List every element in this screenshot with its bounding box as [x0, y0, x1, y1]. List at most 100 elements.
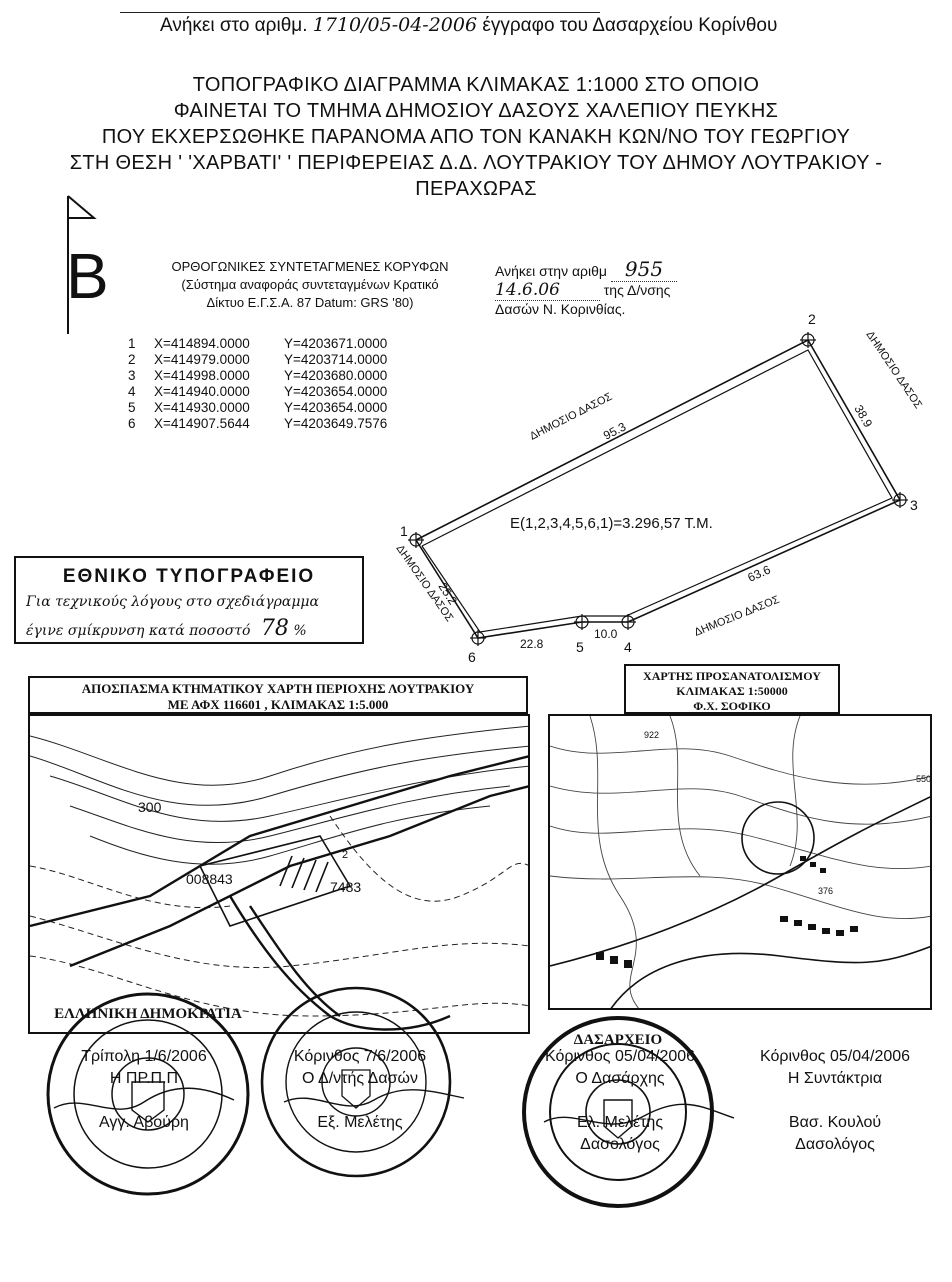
- printing-office-stamp: ΕΘΝΙΚΟ ΤΥΠΟΓΡΑΦΕΙΟ Για τεχνικούς λόγους …: [14, 556, 364, 644]
- signature-name: Εξ. Μελέτης: [317, 1114, 403, 1131]
- x-value: X=414979.0000: [154, 352, 250, 367]
- signature-place-date: Κόρινθος 7/6/2006: [293, 1048, 427, 1065]
- plot-area: Ε(1,2,3,4,5,6,1)=3.296,57 Τ.Μ.: [510, 515, 713, 532]
- seal-stamp-icon: [260, 986, 452, 1178]
- signature-block-4: Κόρινθος 05/04/2006 Η Συντάκτρια Βασ. Κο…: [740, 1046, 930, 1156]
- vertex-label: 4: [624, 639, 632, 655]
- signature-name: Βασ. Κουλού: [788, 1114, 882, 1131]
- vertex-label: 2: [808, 311, 816, 327]
- registration-note: Ανήκει στην αριθμ 955 14.6.06 της Δ/νσης…: [495, 257, 678, 319]
- plot-boundary-inner: [421, 349, 893, 633]
- plot-diagram: 1 2 3 4 5 6 95.3 38.9 63.6 10.0 22.8 25.…: [394, 311, 925, 665]
- cadastral-caption-line: ΜΕ ΑΦΧ 116601 , ΚΛΙΜΑΚΑΣ 1:5.000: [167, 697, 389, 712]
- cadastral-caption-line: ΑΠΟΣΠΑΣΜΑ ΚΤΗΜΑΤΙΚΟΥ ΧΑΡΤΗ ΠΕΡΙΟΧΗΣ ΛΟΥΤ…: [81, 681, 475, 696]
- vertex-marker-icon: [470, 630, 486, 646]
- registration-line-2: 14.6.06 της Δ/νσης: [495, 280, 677, 301]
- vertex-number: 1: [128, 336, 136, 351]
- vertex-marker-icon: [892, 492, 908, 508]
- signature-place-date: Κόρινθος 05/04/2006: [759, 1048, 911, 1065]
- signature-name: Ελ. Μελέτης: [576, 1114, 664, 1131]
- x-value: X=414940.0000: [154, 384, 250, 399]
- signature-title: Δασολόγος: [580, 1136, 660, 1153]
- title-line: ΤΟΠΟΓΡΑΦΙΚΟ ΔΙΑΓΡΑΜΜΑ ΚΛΙΜΑΚΑΣ 1:1000 ΣΤ…: [192, 74, 760, 96]
- registration-prefix: Ανήκει στην αριθμ: [495, 263, 607, 279]
- signature-title: Δασολόγος: [795, 1136, 875, 1153]
- signature-block-1: Τρίπολη 1/6/2006 Η ΠΡ.Π.Π Αγγ. Αβούρη: [64, 1046, 224, 1134]
- title-line: ΠΕΡΑΧΩΡΑΣ: [415, 178, 537, 200]
- seal-stamp-icon: [522, 1016, 714, 1208]
- neighbour-label: ΔΗΜΟΣΙΟ ΔΑΣΟΣ: [864, 329, 925, 411]
- coordinates-heading-line: Δίκτυο Ε.Γ.Σ.Α. 87 Datum: GRS '80): [206, 295, 414, 310]
- registration-date: 14.6.06: [495, 280, 600, 301]
- cadastral-map-caption: ΑΠΟΣΠΑΣΜΑ ΚΤΗΜΑΤΙΚΟΥ ΧΑΡΤΗ ΠΕΡΙΟΧΗΣ ΛΟΥΤ…: [28, 676, 528, 714]
- height-label: 922: [644, 730, 659, 740]
- cadastral-map: 300 008843 7483 2: [28, 714, 530, 1034]
- orientation-map-caption: ΧΑΡΤΗΣ ΠΡΟΣΑΝΑΤΟΛΙΣΜΟΥ ΚΛΙΜΑΚΑΣ 1:50000 …: [624, 664, 840, 714]
- x-value: X=414907.5644: [154, 416, 250, 431]
- signature-scribble-icon: [53, 1087, 235, 1110]
- vertex-label: 6: [468, 649, 476, 665]
- vertex-marker-icon: [620, 614, 636, 630]
- neighbour-label: ΔΗΜΟΣΙΟ ΔΑΣΟΣ: [693, 594, 782, 639]
- signature-name: Αγγ. Αβούρη: [99, 1114, 189, 1131]
- reference-number: 1710/05-04-2006: [312, 14, 478, 36]
- coordinate-row: 1 X=414894.0000 Y=4203671.0000: [128, 336, 387, 352]
- side-length: 22.8: [520, 637, 544, 651]
- seal-text: ΕΛΛΗΝΙΚΗ ΔΗΜΟΚΡΑΤΙΑ: [54, 1006, 242, 1022]
- north-arrow-icon: [67, 195, 97, 334]
- side-length: 10.0: [594, 627, 618, 641]
- orientation-map: 922 550 376: [548, 714, 932, 1010]
- coordinates-heading-line: ΟΡΘΟΓΩΝΙΚΕΣ ΣΥΝΤΕΤΑΓΜΕΝΕΣ ΚΟΡΥΦΩΝ: [171, 259, 449, 274]
- coordinates-heading: ΟΡΘΟΓΩΝΙΚΕΣ ΣΥΝΤΕΤΑΓΜΕΝΕΣ ΚΟΡΥΦΩΝ (Σύστη…: [150, 258, 470, 312]
- vertex-number: 6: [128, 416, 136, 431]
- stamp-line-2: έγινε σμίκρυνση κατά ποσοστό 78 %: [26, 616, 307, 641]
- vertex-marker-icon: [800, 332, 816, 348]
- signature-role: Ο Δασάρχης: [575, 1070, 665, 1087]
- orientation-map-drawing: 922 550 376: [550, 716, 931, 1008]
- official-seals: ΕΛΛΗΝΙΚΗ ΔΗΜΟΚΡΑΤΙΑ ΔΑΣΑΡΧΕΙΟ: [46, 986, 735, 1208]
- reference-suffix: έγγραφο του Δασαρχείου Κορίνθου: [482, 15, 778, 36]
- vertex-number: 2: [128, 352, 136, 367]
- percent-sign: %: [293, 623, 307, 639]
- title-line: ΣΤΗ ΘΕΣΗ ' 'ΧΑΡΒΑΤΙ' ' ΠΕΡΙΦΕΡΕΙΑΣ Δ.Δ. …: [69, 152, 883, 174]
- vertex-number: 3: [128, 368, 136, 383]
- stamp-line-2-text: έγινε σμίκρυνση κατά ποσοστό: [26, 623, 251, 639]
- side-length: 63.6: [746, 562, 773, 584]
- height-label: 550: [916, 774, 931, 784]
- vertex-number: 4: [128, 384, 136, 399]
- coordinates-heading-line: (Σύστημα αναφοράς συντεταγμένων Κρατικό: [181, 277, 439, 292]
- signature-role: Ο Δ/ντής Δασών: [302, 1070, 418, 1087]
- seal-inner-text: ΔΑΣΑΡΧΕΙΟ: [574, 1032, 662, 1048]
- side-length: 38.9: [851, 403, 875, 431]
- seal-stamp-icon: [46, 992, 250, 1196]
- height-label: 376: [818, 886, 833, 896]
- y-value: Y=4203654.0000: [284, 384, 388, 399]
- y-value: Y=4203671.0000: [284, 336, 388, 351]
- document-reference: Ανήκει στο αριθμ. 1710/05-04-2006 έγγραφ…: [160, 14, 777, 37]
- reference-prefix: Ανήκει στο αριθμ.: [160, 15, 308, 36]
- vertex-label: 1: [400, 523, 408, 539]
- cadastral-map-drawing: 300 008843 7483 2: [30, 725, 528, 1031]
- coordinates-table: 1 X=414894.0000 Y=4203671.0000 2 X=414979.0…: [128, 336, 387, 432]
- registration-line-3: Δασών Ν. Κορινθίας.: [495, 301, 626, 317]
- vertex-label: 5: [576, 639, 584, 655]
- signature-block-2: Κόρινθος 7/6/2006 Ο Δ/ντής Δασών Εξ. Μελ…: [270, 1046, 450, 1134]
- signature-role: Η ΠΡ.Π.Π: [109, 1070, 179, 1087]
- x-value: X=414998.0000: [154, 368, 250, 383]
- contour-label: 300: [138, 799, 162, 815]
- diagram-title: ΤΟΠΟΓΡΑΦΙΚΟ ΔΙΑΓΡΑΜΜΑ ΚΛΙΜΑΚΑΣ 1:1000 ΣΤ…: [0, 72, 952, 202]
- location-circle-icon: [741, 801, 815, 875]
- x-value: X=414894.0000: [154, 336, 250, 351]
- signature-place-date: Κόρινθος 05/04/2006: [544, 1048, 696, 1065]
- orientation-caption-line: ΚΛΙΜΑΚΑΣ 1:50000: [676, 684, 788, 698]
- north-letter: B: [66, 240, 109, 312]
- reduction-percent: 78: [260, 616, 289, 641]
- parcel-label: 7483: [330, 879, 361, 895]
- signature-block-3: Κόρινθος 05/04/2006 Ο Δασάρχης Ελ. Μελέτ…: [520, 1046, 720, 1156]
- registration-authority: της Δ/νσης: [603, 282, 671, 298]
- title-line: ΦΑΙΝΕΤΑΙ ΤΟ ΤΜΗΜΑ ΔΗΜΟΣΙΟΥ ΔΑΣΟΥΣ ΧΑΛΕΠΙ…: [173, 100, 779, 122]
